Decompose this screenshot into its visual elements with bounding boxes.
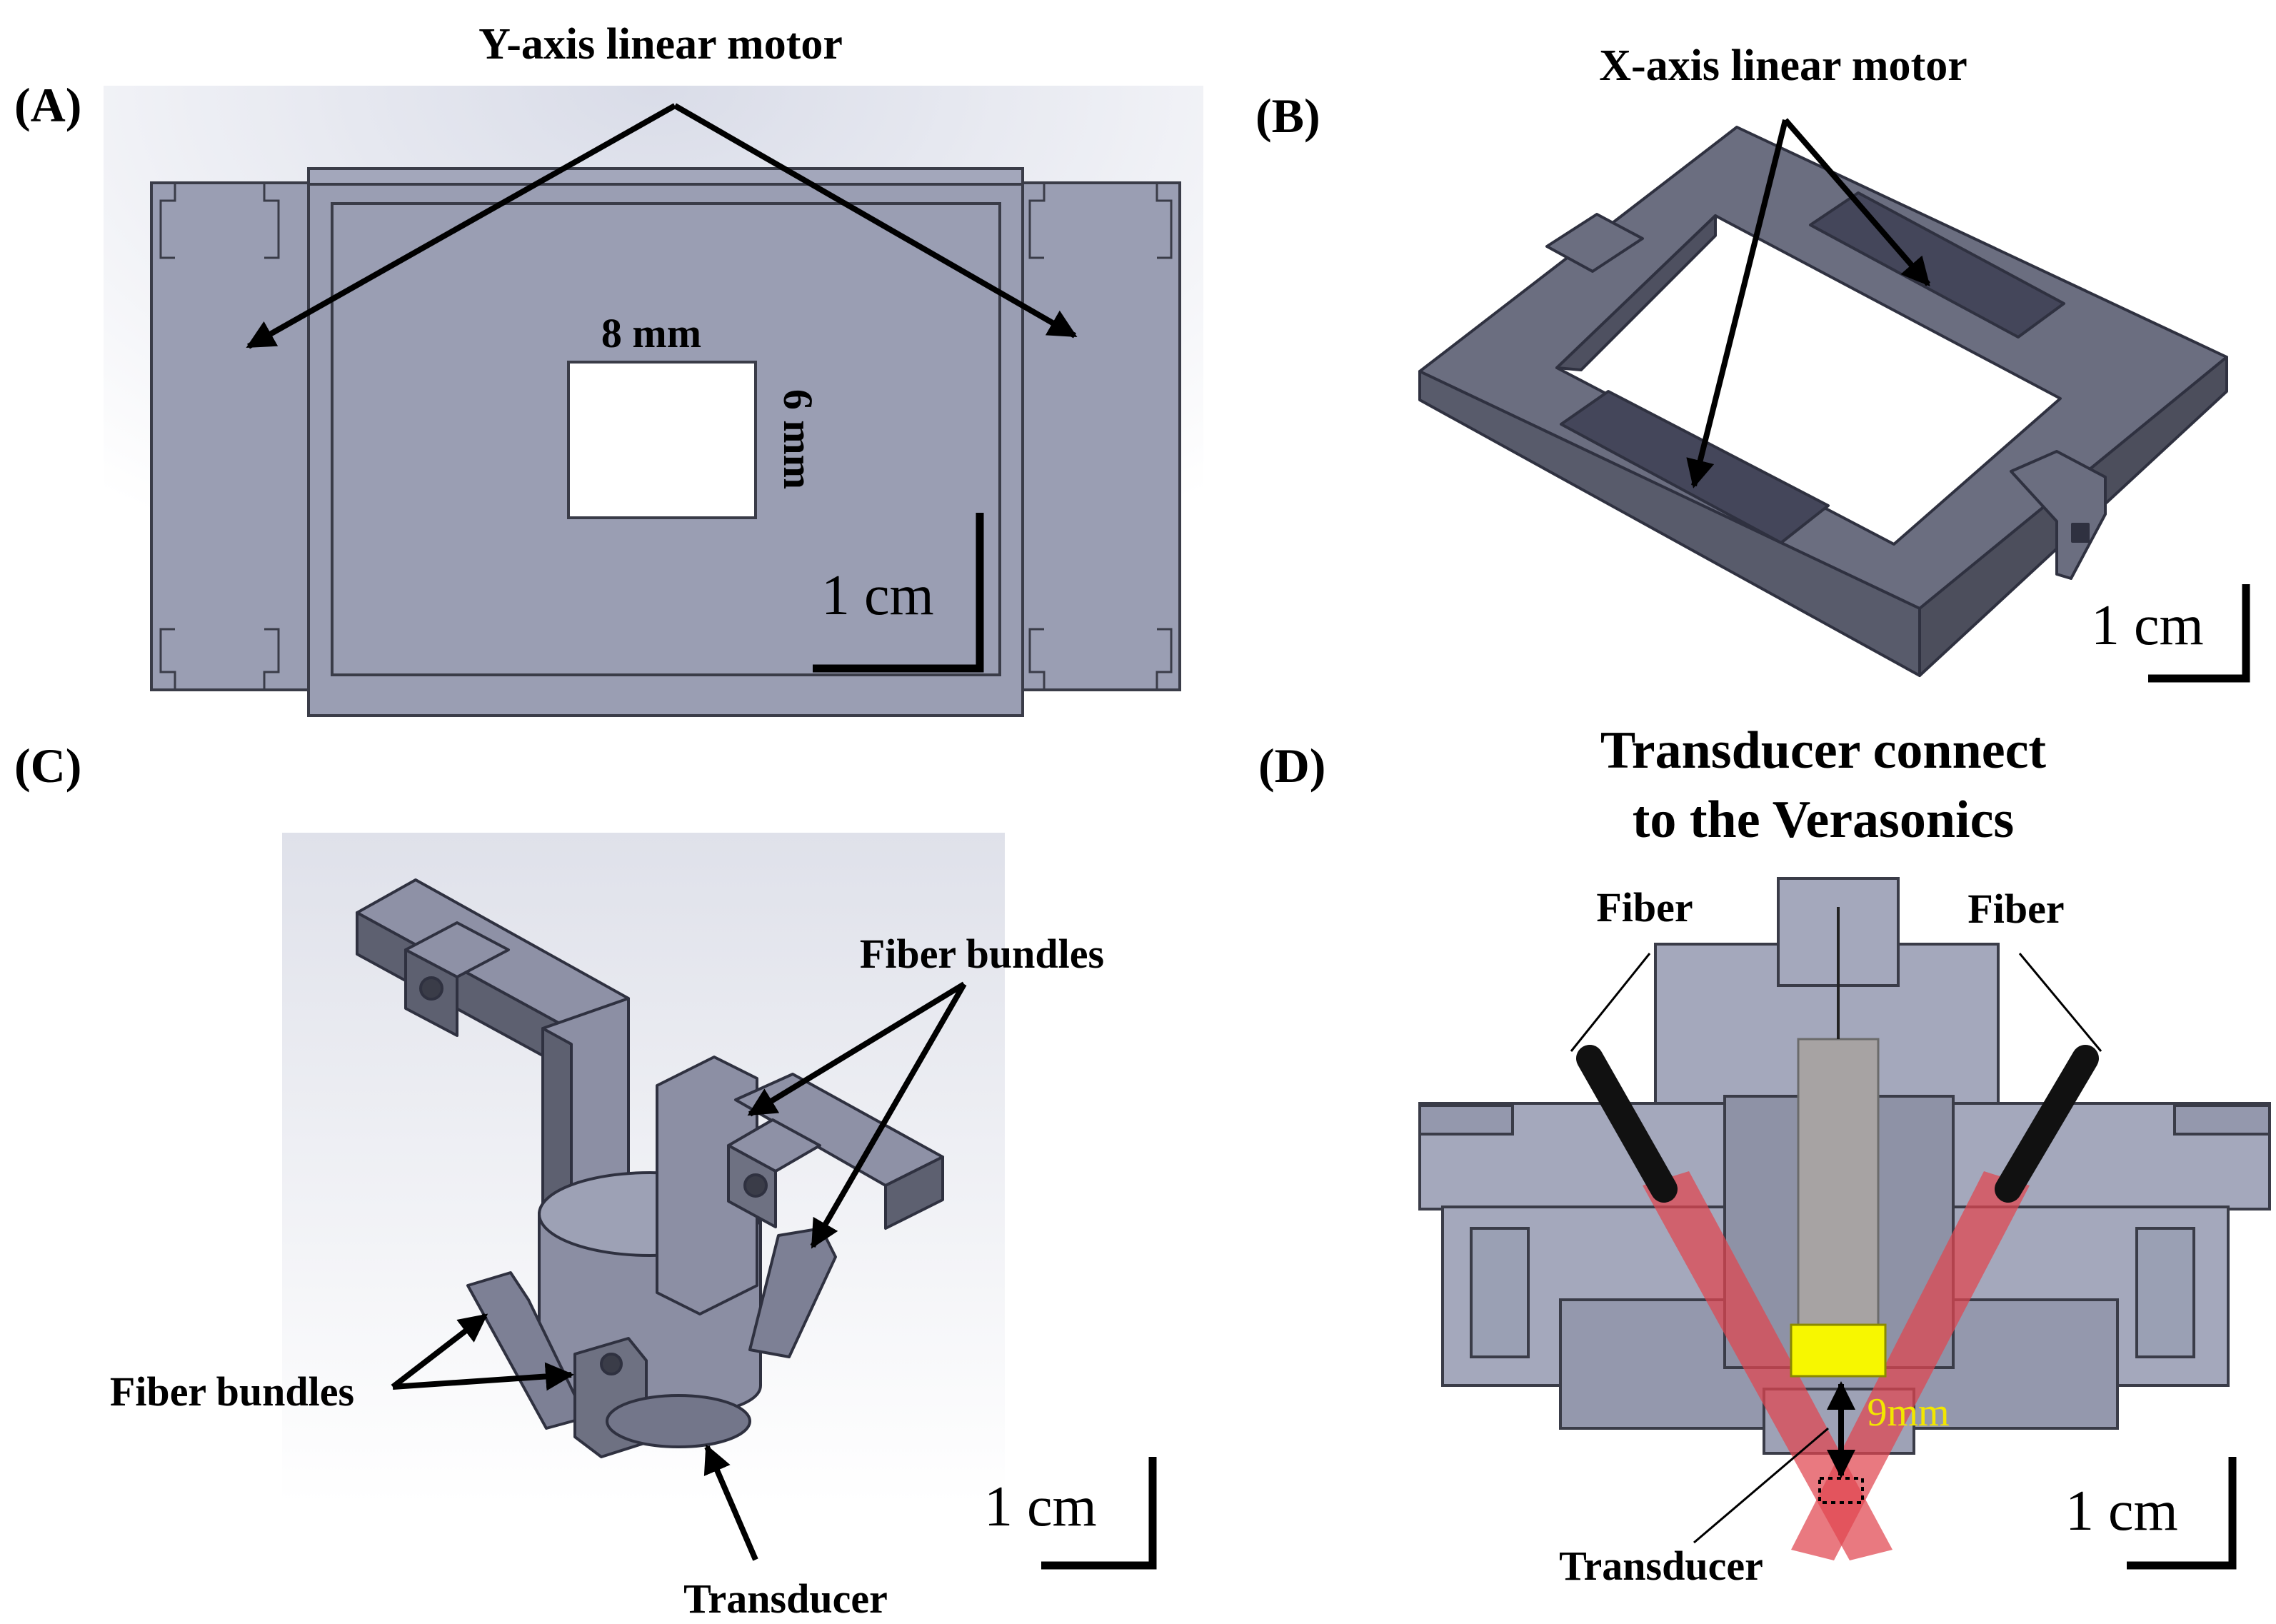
arrow-to-front-slot [1686,119,1788,488]
arrow-to-back-slot [1783,118,1931,287]
arrow-top-bundle-2 [810,982,967,1249]
window-width-label: 8 mm [601,310,701,356]
motor-slot-back [1809,191,2065,339]
right-bracket [2135,1227,2195,1358]
fiber-right [1995,1045,2099,1203]
panel-c-scale-bar [1041,1457,1157,1570]
panel-b-scale-bar [2148,584,2250,683]
panel-c-letter: (C) [14,738,81,793]
right-post [656,1056,758,1315]
clamp-top-hole [419,976,443,1001]
panel-a-scale-label: 1 cm [821,564,934,627]
fiber-bundles-label-top: Fiber bundles [860,931,1104,977]
frame-inner-wall [1555,214,1717,371]
fiber-right-leader [2018,953,2102,1052]
arrow-to-right-motor [673,103,1078,339]
arrow-left-bundle-2 [392,1362,574,1391]
y-axis-motor-label: Y-axis linear motor [478,20,843,69]
x-axis-motor-label: X-axis linear motor [1599,41,1967,90]
panel-d-scale-bar [2127,1457,2237,1570]
y-axis-motor-plate [150,167,1181,717]
fiber-left-leader [1570,953,1651,1052]
center-window [567,361,757,519]
frame-tab-left [1545,213,1644,273]
left-wing-notches [159,183,280,690]
panel-a-letter: (A) [14,78,81,132]
focal-point [1818,1477,1864,1504]
transducer-leader [1693,1427,1829,1544]
panel-b-letter: (B) [1255,89,1320,143]
frame-tab-right [2010,450,2107,580]
right-wing-notches [1028,183,1173,690]
panel-d-title-line-1: Transducer connect [1600,721,2047,780]
right-bar-side [884,1156,944,1230]
left-motor-wing [150,181,311,691]
focal-distance-label: 9mm [1867,1390,1949,1435]
fiber-bundles-label-left: Fiber bundles [110,1368,354,1415]
plate-inner-frame [331,202,1001,676]
x-axis-motor-frame [1418,126,2228,677]
right-motor-wing [1020,181,1181,691]
arrow-top-bundle-1 [747,981,966,1117]
panel-c-scale-label: 1 cm [984,1475,1097,1538]
window-height-label: 6 mm [775,389,821,489]
holder-front-hole [600,1353,623,1375]
panel-b-scale-label: 1 cm [2091,594,2204,657]
transducer-bottom [606,1394,751,1448]
panel-a-scale-bar [813,513,984,673]
transducer-element [1790,1323,1887,1378]
fiber-holder-model [356,878,944,1458]
panel-d-scale-label: 1 cm [2065,1480,2178,1543]
arrow-to-left-motor [246,103,676,349]
transducer-label-d: Transducer [1559,1543,1763,1589]
transducer-label-c: Transducer [683,1575,888,1622]
arrow-transducer [703,1444,758,1561]
frame-tab-hole [2071,523,2090,543]
panel-a: (A) Y-axis linear motor 8 mm 6 mm 1 cm [14,20,1203,736]
panel-d-letter: (D) [1258,738,1325,793]
transducer-body [1797,1038,1880,1326]
arrow-left-bundle-1 [391,1313,488,1390]
left-bracket [1470,1227,1530,1358]
panel-c: (C) Fiber bundles Fiber bundles Transduc… [14,738,1157,1622]
panel-d-title-line-2: to the Verasonics [1633,791,2014,849]
fiber-label-left: Fiber [1596,884,1693,931]
clamp-right-hole [743,1173,768,1198]
panel-b: (B) X-axis linear motor 1 cm [1255,41,2250,683]
plate-top-edge [307,167,1024,186]
frame-top-face [1418,126,2228,610]
rail-left-block [1418,1104,1514,1136]
fiber-left [1576,1045,1678,1203]
rail-right-block [2173,1104,2271,1136]
fiber-label-right: Fiber [1967,886,2064,932]
panel-d: (D) Transducer connect to the Verasonics… [1258,721,2271,1589]
